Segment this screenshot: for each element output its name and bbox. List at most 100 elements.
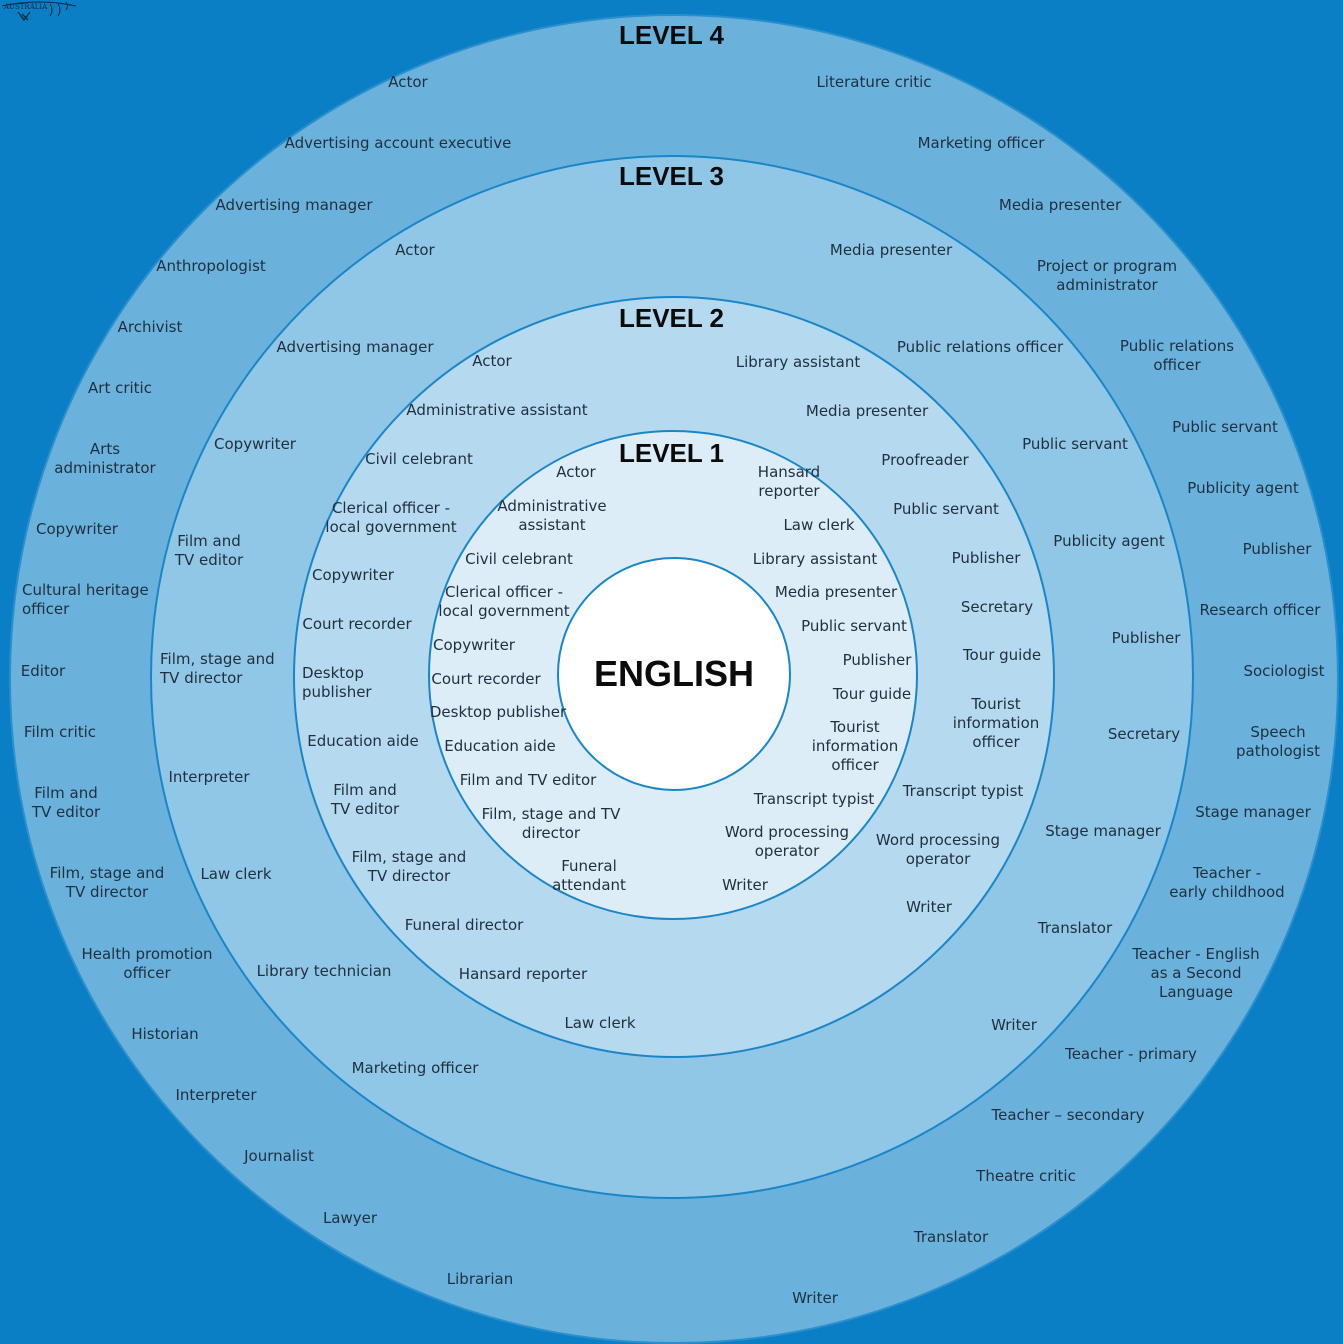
level-4-career: Journalist xyxy=(244,1147,314,1165)
level-3-career: Film and TV editor xyxy=(174,532,244,569)
level-4-career: Interpreter xyxy=(175,1086,257,1104)
level-1-career: Funeral attendant xyxy=(552,857,626,894)
level-2-career: Actor xyxy=(472,352,512,370)
level-2-career: Word processing operator xyxy=(875,831,1001,868)
level-3-career: Copywriter xyxy=(214,435,296,453)
coat-of-arms-logo: AUSTRALIA xyxy=(1,1,77,22)
level-4-career: Film, stage and TV director xyxy=(49,864,165,901)
level-3-career: Actor xyxy=(395,241,435,259)
level-4-career: Marketing officer xyxy=(917,134,1045,152)
level-3-career: Library technician xyxy=(256,962,392,980)
level-3-career: Writer xyxy=(991,1016,1037,1034)
level-1-career: Civil celebrant xyxy=(465,550,573,568)
level-1-career: Transcript typist xyxy=(753,790,875,808)
level-1-career: Media presenter xyxy=(774,583,898,601)
level-1-career: Writer xyxy=(722,876,768,894)
level-1-career: Clerical officer - local government xyxy=(438,583,570,620)
level-2-career: Copywriter xyxy=(312,566,394,584)
level-4-career: Teacher – secondary xyxy=(991,1106,1145,1124)
level-3-career: Public servant xyxy=(1022,435,1128,453)
level-4-career: Teacher - early childhood xyxy=(1169,864,1285,901)
level-1-career: Desktop publisher xyxy=(429,703,567,721)
level-4-career: Literature critic xyxy=(816,73,932,91)
level-3-title: LEVEL 3 xyxy=(618,161,724,191)
level-2-career: Hansard reporter xyxy=(458,965,588,983)
level-2-career: Transcript typist xyxy=(902,782,1024,800)
level-4-career: Speech pathologist xyxy=(1235,723,1321,760)
level-4-title: LEVEL 4 xyxy=(618,20,724,50)
level-2-career: Media presenter xyxy=(805,402,929,420)
level-2-career: Publisher xyxy=(951,549,1021,567)
level-4-career: Project or program administrator xyxy=(1036,257,1178,294)
level-3-career: Publicity agent xyxy=(1053,532,1165,550)
level-4-career: Arts administrator xyxy=(54,440,156,477)
level-4-career: Archivist xyxy=(117,318,183,336)
level-3-career: Public relations officer xyxy=(896,338,1064,356)
level-2-career: Clerical officer - local government xyxy=(325,499,457,536)
level-1-career: Tourist information officer xyxy=(811,718,899,774)
level-4-career: Publicity agent xyxy=(1187,479,1299,497)
level-3-career: Advertising manager xyxy=(276,338,434,356)
level-4-career: Editor xyxy=(20,662,66,680)
level-1-career: Public servant xyxy=(801,617,907,635)
level-2-career: Administrative assistant xyxy=(406,401,588,419)
level-2-career: Film, stage and TV director xyxy=(351,848,467,885)
level-2-career: Law clerk xyxy=(564,1014,636,1032)
level-1-career: Publisher xyxy=(842,651,912,669)
level-1-career: Film, stage and TV director xyxy=(481,805,621,842)
level-4-career: Publisher xyxy=(1242,540,1312,558)
level-3-career: Law clerk xyxy=(200,865,272,883)
level-4-career: Actor xyxy=(388,73,428,91)
level-2-career: Proofreader xyxy=(881,451,969,469)
level-4-career: Art critic xyxy=(88,379,152,397)
level-4-career: Cultural heritage officer xyxy=(22,581,149,618)
level-2-career: Secretary xyxy=(960,598,1034,616)
level-4-career: Film critic xyxy=(23,723,97,741)
level-2-career: Funeral director xyxy=(404,916,524,934)
level-2-career: Civil celebrant xyxy=(365,450,473,468)
level-4-career: Stage manager xyxy=(1195,803,1311,821)
level-3-career: Film, stage and TV director xyxy=(160,650,275,687)
level-2-career: Library assistant xyxy=(735,353,861,371)
level-4-career: Copywriter xyxy=(36,520,118,538)
level-1-career: Actor xyxy=(556,463,596,481)
level-3-career: Translator xyxy=(1037,919,1113,937)
level-1-career: Court recorder xyxy=(431,670,541,688)
level-2-career: Court recorder xyxy=(302,615,412,633)
svg-text:AUSTRALIA: AUSTRALIA xyxy=(3,3,48,11)
level-3-career: Interpreter xyxy=(168,768,250,786)
level-4-career: Theatre critic xyxy=(976,1167,1076,1185)
level-4-career: Translator xyxy=(913,1228,989,1246)
level-1-career: Copywriter xyxy=(433,636,515,654)
level-3-career: Media presenter xyxy=(829,241,953,259)
level-3-career: Stage manager xyxy=(1045,822,1161,840)
level-1-career: Word processing operator xyxy=(724,823,850,860)
level-1-career: Tour guide xyxy=(832,685,912,703)
level-4-career: Librarian xyxy=(446,1270,514,1288)
level-4-career: Health promotion officer xyxy=(81,945,213,982)
level-4-career: Lawyer xyxy=(322,1209,378,1227)
level-1-career: Library assistant xyxy=(752,550,878,568)
level-3-career: Publisher xyxy=(1111,629,1181,647)
center-circle xyxy=(557,557,791,791)
level-4-career: Public servant xyxy=(1172,418,1278,436)
level-4-career: Anthropologist xyxy=(156,257,266,275)
level-4-career: Sociologist xyxy=(1243,662,1325,680)
center-label: ENGLISH xyxy=(593,653,754,694)
level-1-title: LEVEL 1 xyxy=(618,438,724,468)
level-2-career: Film and TV editor xyxy=(330,781,400,818)
level-2-career: Education aide xyxy=(307,732,419,750)
level-3-career: Secretary xyxy=(1107,725,1181,743)
level-1-career: Administrative assistant xyxy=(497,497,607,534)
level-3-career: Marketing officer xyxy=(351,1059,479,1077)
level-4-career: Teacher - English as a Second Language xyxy=(1132,945,1260,1001)
level-4-career: Advertising account executive xyxy=(284,134,512,152)
level-2-career: Desktop publisher xyxy=(302,664,372,701)
level-2-career: Tour guide xyxy=(962,646,1042,664)
level-1-career: Law clerk xyxy=(783,516,855,534)
level-4-career: Media presenter xyxy=(998,196,1122,214)
level-4-career: Teacher - primary xyxy=(1065,1045,1197,1063)
level-4-career: Public relations officer xyxy=(1119,337,1235,374)
level-1-career: Education aide xyxy=(444,737,556,755)
